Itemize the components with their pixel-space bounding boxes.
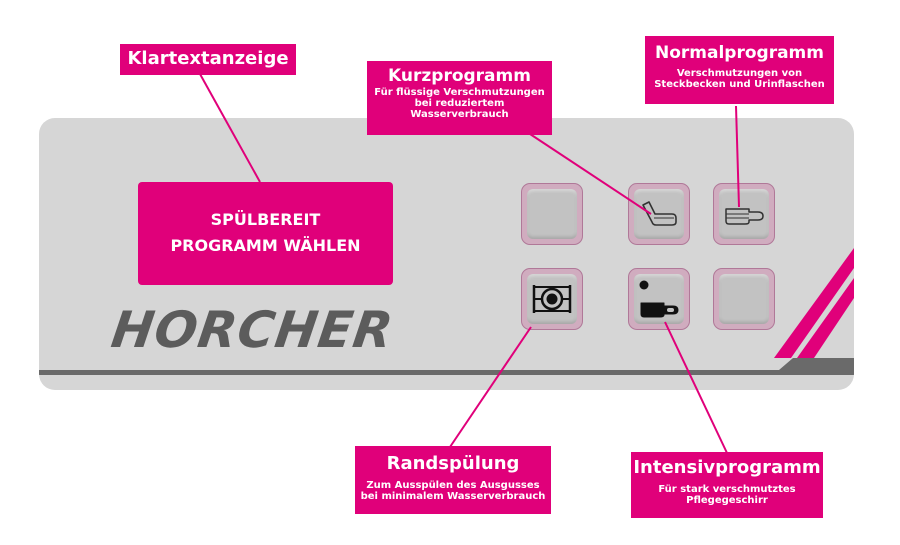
- key-kurzprogramm[interactable]: [628, 183, 690, 245]
- key-randspuelung[interactable]: [521, 268, 583, 330]
- callout-kurzprogramm: Kurzprogramm Für flüssige Verschmutzunge…: [367, 61, 552, 135]
- key-blank-top[interactable]: [521, 183, 583, 245]
- rim-flush-icon: [532, 285, 572, 313]
- bedpan-icon: [725, 208, 764, 225]
- callout-title: Normalprogramm: [655, 43, 824, 63]
- panel-decoration: [39, 248, 854, 375]
- callout-title: Randspülung: [386, 453, 520, 474]
- callout-desc-2: Pflegegeschirr: [686, 495, 768, 506]
- callout-intensivprogramm: Intensivprogramm Für stark verschmutztes…: [631, 452, 823, 518]
- callout-desc-2: Steckbecken und Urinflaschen: [654, 79, 825, 90]
- key-normalprogramm[interactable]: [713, 183, 775, 245]
- callout-desc-3: Wasserverbrauch: [410, 109, 509, 120]
- callout-title: Kurzprogramm: [388, 66, 531, 86]
- callout-desc-1: Zum Ausspülen des Ausgusses: [366, 480, 540, 491]
- bedpan-intensive-icon: [639, 280, 679, 318]
- display-line-1: SPÜLBEREIT: [210, 210, 321, 229]
- callout-desc-1: Für flüssige Verschmutzungen: [374, 87, 545, 98]
- callout-randspuelung: Randspülung Zum Ausspülen des Ausgusses …: [355, 446, 551, 514]
- key-blank-bottom[interactable]: [713, 268, 775, 330]
- callout-klartextanzeige: Klartextanzeige: [120, 44, 296, 75]
- callout-desc-1: Verschmutzungen von: [676, 68, 803, 79]
- display-line-2: PROGRAMM WÄHLEN: [170, 236, 361, 255]
- key-intensivprogramm[interactable]: [628, 268, 690, 330]
- callout-title: Intensivprogramm: [633, 457, 821, 478]
- callout-desc-2: bei minimalem Wasserverbrauch: [360, 491, 546, 502]
- callout-desc-1: Für stark verschmutztes: [658, 484, 796, 495]
- text-display: SPÜLBEREIT PROGRAMM WÄHLEN: [138, 182, 393, 285]
- callout-title: Klartextanzeige: [127, 48, 289, 69]
- brand-logo: HORCHER: [107, 301, 398, 359]
- callout-normalprogramm: Normalprogramm Verschmutzungen von Steck…: [645, 36, 834, 104]
- callout-desc-2: bei reduziertem: [414, 98, 505, 109]
- urine-bottle-icon: [642, 201, 677, 226]
